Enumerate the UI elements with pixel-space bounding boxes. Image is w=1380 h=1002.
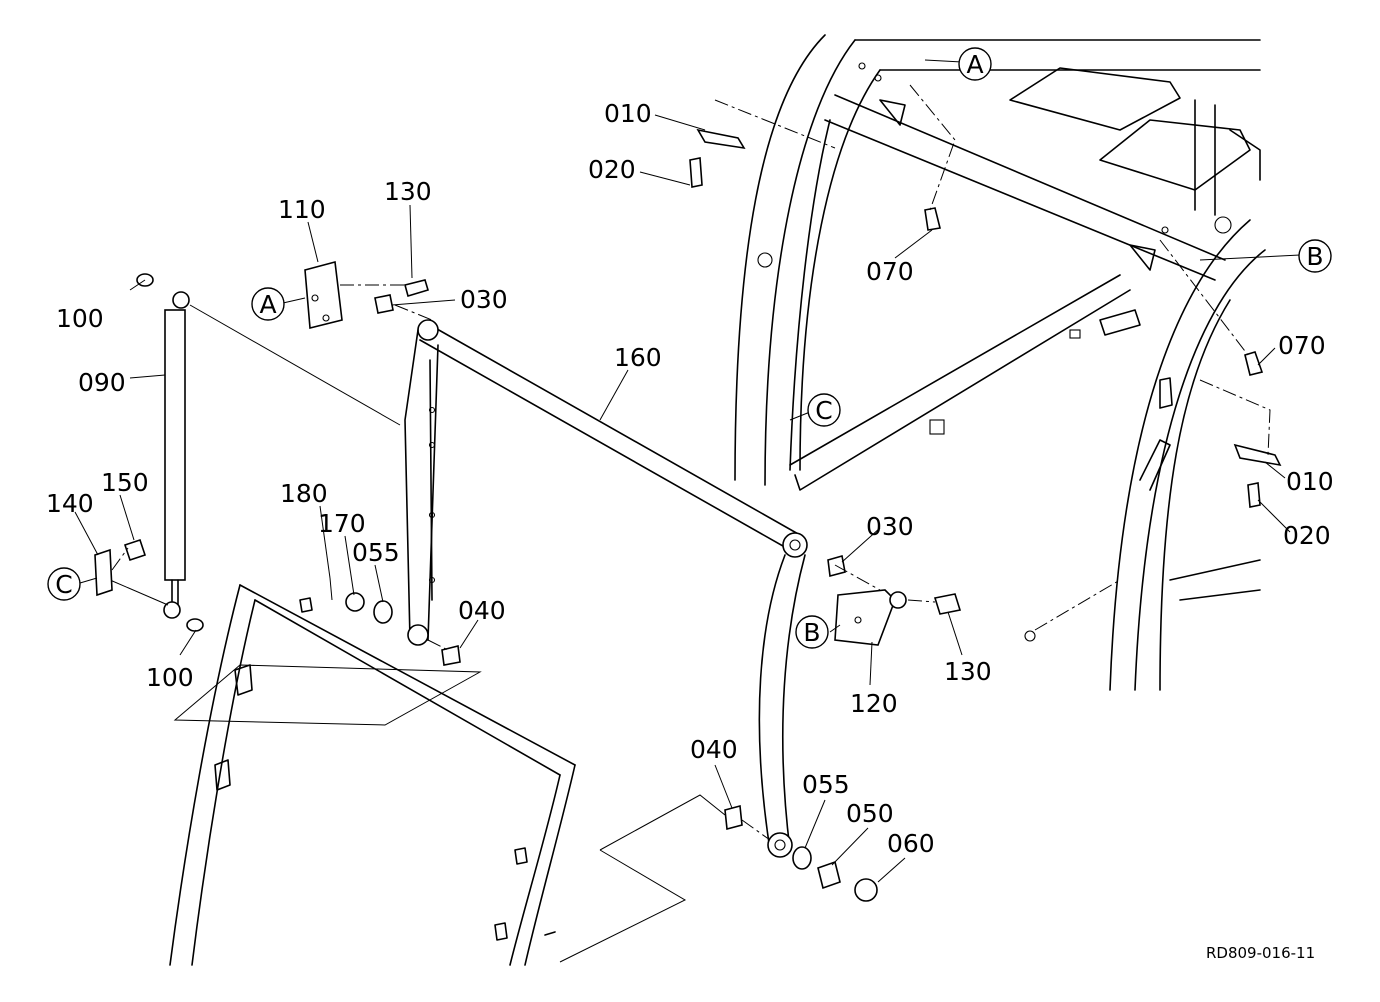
arm-assembly-160 [404,319,808,858]
label-030-right: 030 [866,512,914,541]
label-130-bottom: 130 [944,657,992,686]
label-040-left: 040 [458,596,506,625]
callout-a-top-text: A [966,50,983,79]
callout-c-left-text: C [55,570,72,599]
label-020-right: 020 [1283,521,1331,550]
window-frame [169,584,576,966]
cab-frame [734,34,1266,691]
callout-b-left-text: B [803,618,820,647]
label-055-right: 055 [802,770,850,799]
callout-c-left: C [47,567,81,601]
callout-a-left: A [251,287,285,321]
label-060: 060 [887,829,935,858]
label-055-left: 055 [352,538,400,567]
small-parts [94,128,1282,902]
callout-c-right: C [807,393,841,427]
window-leaders [173,664,726,963]
callout-c-right-text: C [815,396,832,425]
label-010-top: 010 [604,99,652,128]
drawing-reference: RD809-016-11 [1206,944,1315,962]
callout-a-left-text: A [259,290,276,319]
label-100-top: 100 [56,304,104,333]
alignment-lines [111,84,1271,841]
callout-b-right: B [1298,239,1332,273]
callout-b-right-text: B [1306,242,1323,271]
label-150: 150 [101,468,149,497]
label-030-top: 030 [460,285,508,314]
label-160: 160 [614,343,662,372]
label-010-right: 010 [1286,467,1334,496]
gas-strut-090 [109,291,401,619]
label-120: 120 [850,689,898,718]
label-110: 110 [278,195,326,224]
label-070-right: 070 [1278,331,1326,360]
callout-a-top: A [958,47,992,81]
label-070-top: 070 [866,257,914,286]
part-labels: 010 020 110 130 030 160 100 090 150 140 … [46,99,1334,858]
label-090: 090 [78,368,126,397]
label-170: 170 [318,509,366,538]
label-100-bottom: 100 [146,663,194,692]
label-050: 050 [846,799,894,828]
label-040-right: 040 [690,735,738,764]
label-leaders [74,59,1301,883]
label-020-top: 020 [588,155,636,184]
label-130-top: 130 [384,177,432,206]
label-180: 180 [280,479,328,508]
callout-b-left: B [795,615,829,649]
label-140: 140 [46,489,94,518]
